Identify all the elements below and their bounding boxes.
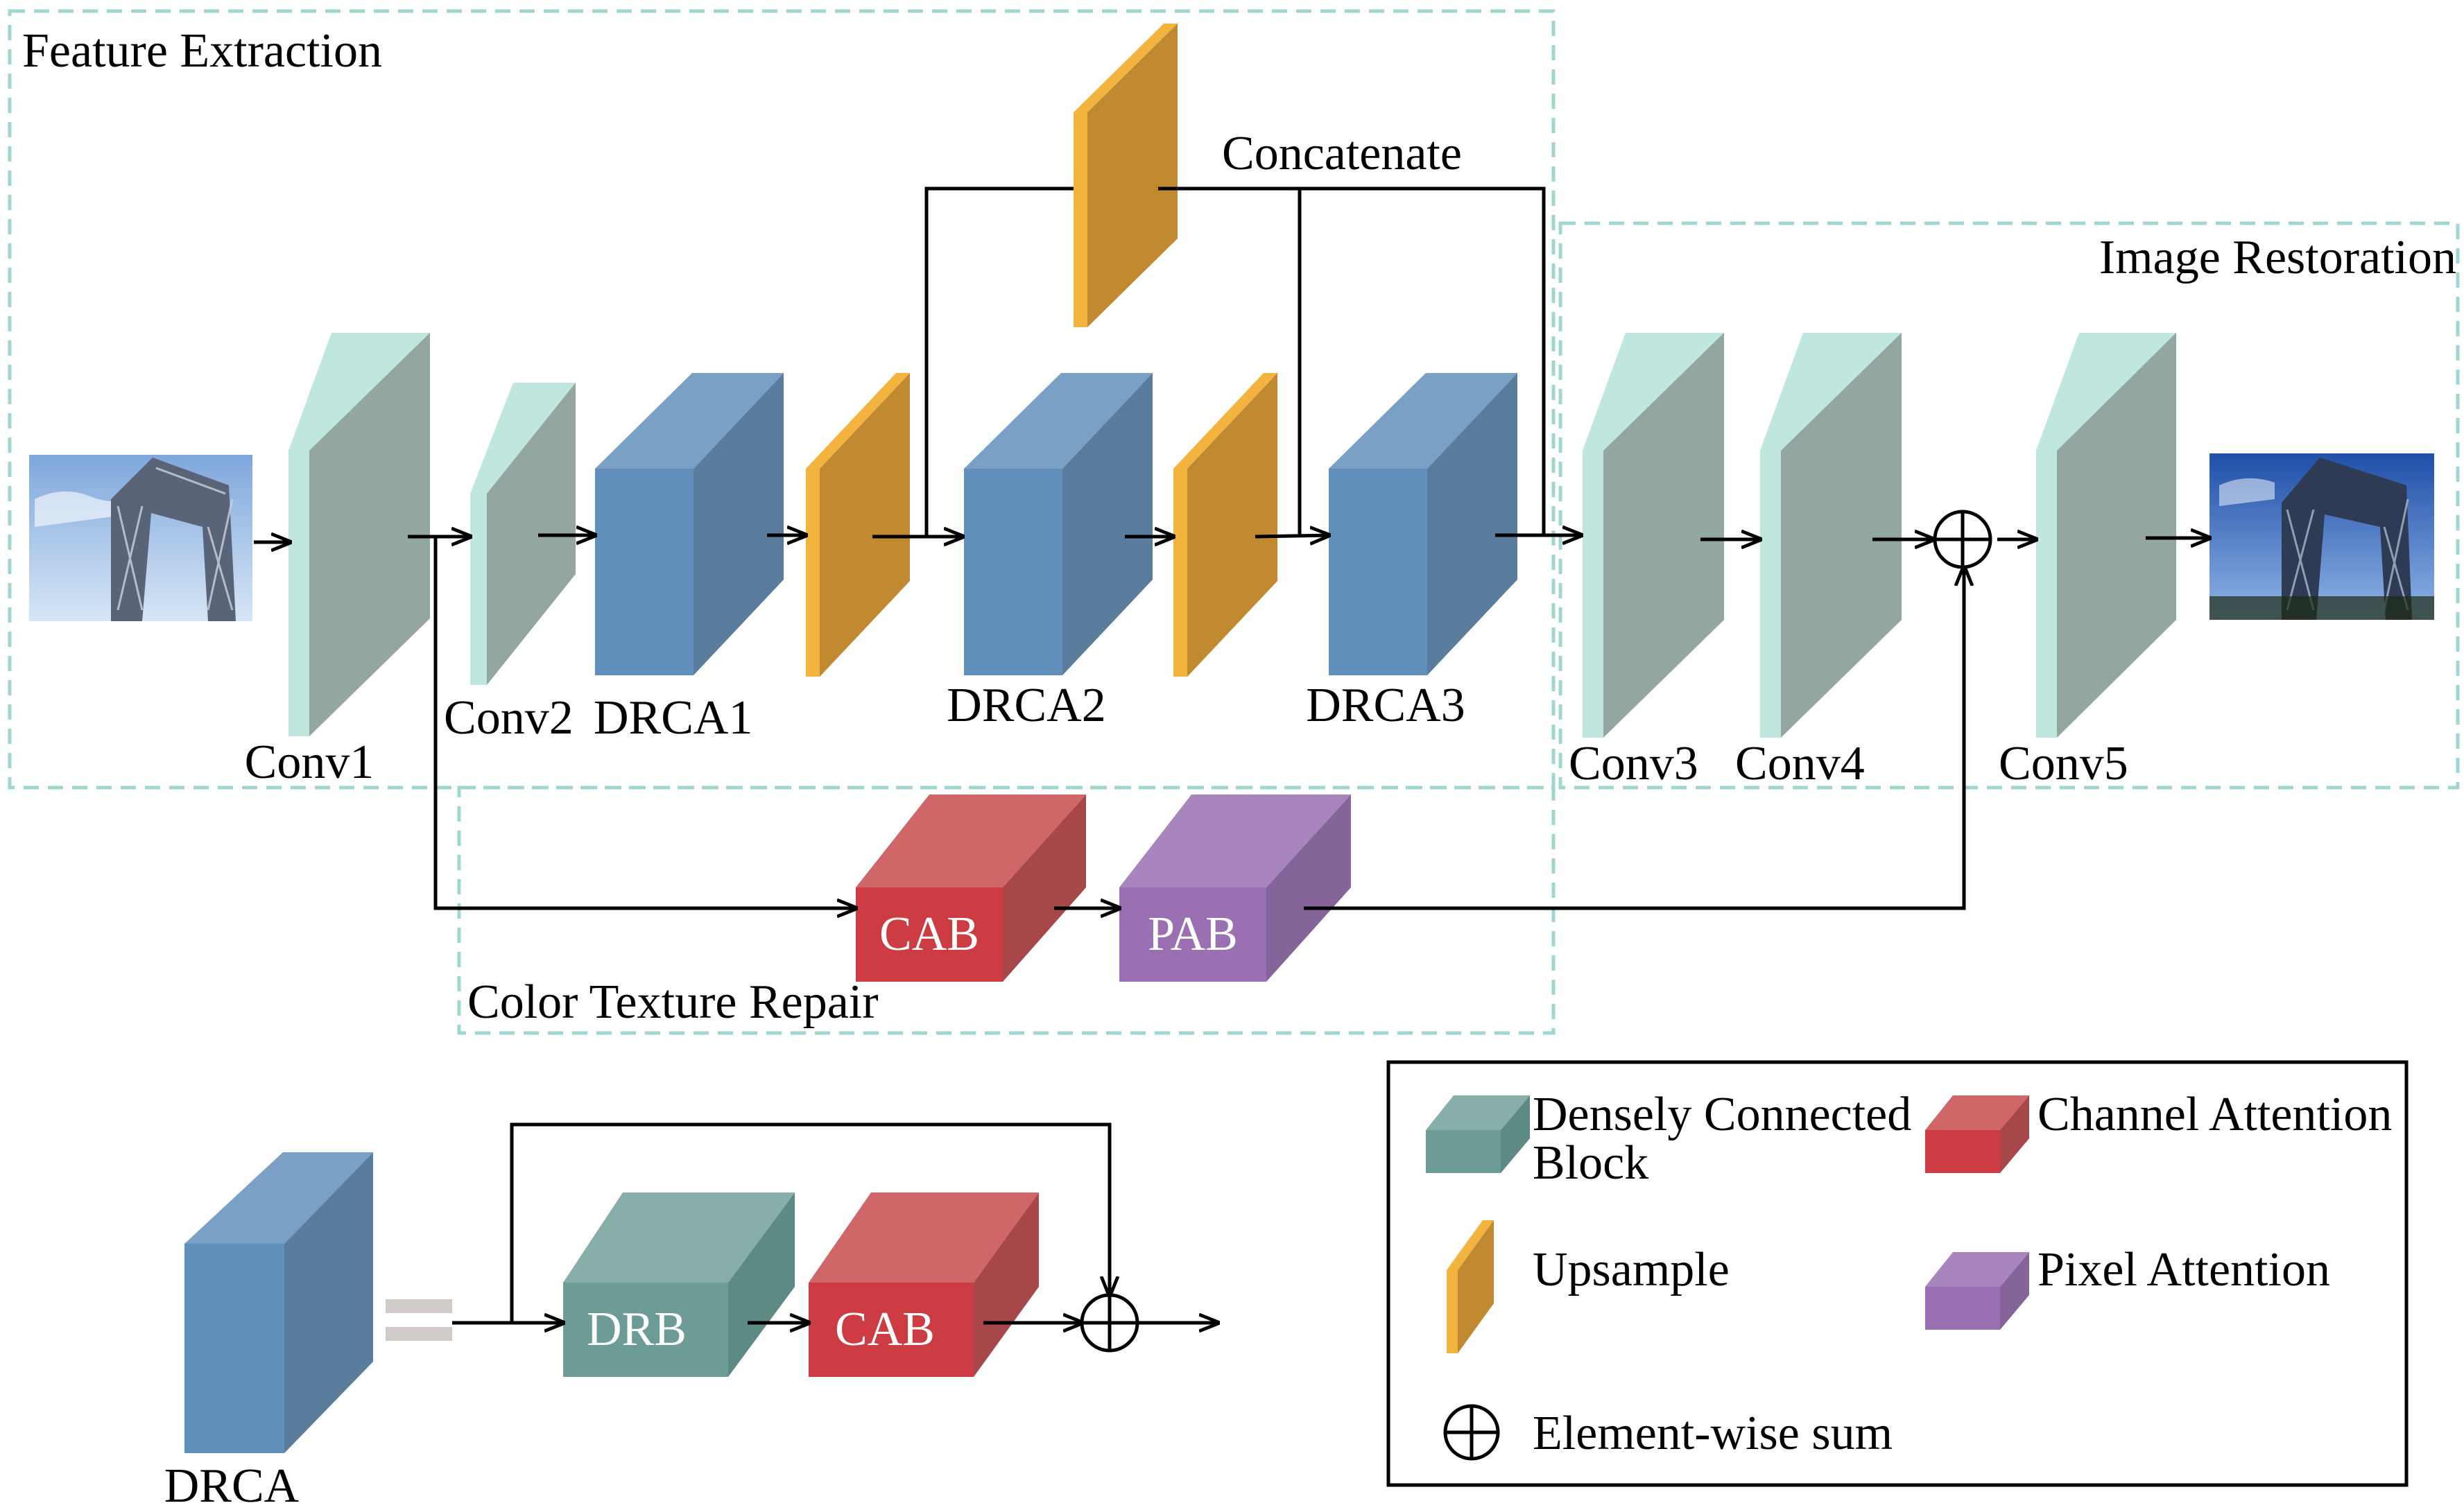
image-restoration-region [1558, 221, 2460, 790]
conv4-block [1760, 333, 1902, 738]
cab-label: CAB [879, 908, 979, 961]
conv1-block [288, 333, 430, 736]
conv2-block [470, 383, 576, 685]
upsample-block-1 [806, 373, 910, 677]
legend-sum-icon [1443, 1404, 1500, 1461]
concatenate-label: Concatenate [1222, 127, 1462, 180]
drca3-block [1329, 373, 1517, 675]
input-image [29, 455, 252, 621]
drca1-label: DRCA1 [594, 691, 752, 745]
conv3-block [1583, 333, 1724, 738]
output-image [2209, 453, 2434, 620]
legend-pixel-label: Pixel Attention [2037, 1243, 2330, 1296]
legend-upsample-swatch [1447, 1220, 1494, 1353]
pab-block: PAB [1119, 795, 1351, 982]
conv5-label: Conv5 [1999, 737, 2128, 790]
drca-detail-label: DRCA [164, 1459, 300, 1510]
drca3-label: DRCA3 [1306, 679, 1465, 732]
image-restoration-title: Image Restoration [2099, 231, 2456, 284]
legend-upsample-label: Upsample [1533, 1243, 1730, 1296]
feature-extraction-title: Feature Extraction [22, 24, 382, 78]
equals-sign [386, 1299, 452, 1341]
legend-pixel-swatch [1925, 1252, 2029, 1330]
conv3-label: Conv3 [1569, 737, 1698, 790]
cab-block: CAB [856, 795, 1086, 982]
legend-dense-label-2: Block [1533, 1136, 1648, 1190]
drca-detail-wires [452, 1122, 1218, 1323]
drca2-block [964, 373, 1153, 675]
main-flow-arrows [254, 535, 2209, 542]
drca1-block [595, 373, 784, 675]
legend-box [1386, 1060, 2409, 1487]
legend-channel-swatch [1925, 1095, 2029, 1173]
legend-dense-block-swatch [1426, 1095, 1530, 1173]
drb-label: DRB [587, 1303, 687, 1356]
color-texture-repair-title: Color Texture Repair [467, 975, 879, 1029]
legend-sum-label: Element-wise sum [1533, 1407, 1893, 1460]
upsample-block-concat [1074, 24, 1178, 327]
concatenate-wires [924, 186, 1546, 537]
legend-dense-label-1: Densely Connected [1533, 1088, 1911, 1141]
pab-label: PAB [1148, 908, 1238, 961]
color-branch-wires [433, 537, 1964, 908]
element-wise-sum-detail [1080, 1293, 1139, 1353]
drca2-label: DRCA2 [947, 679, 1105, 732]
upsample-block-2 [1173, 373, 1277, 677]
conv4-label: Conv4 [1735, 737, 1865, 790]
drb-block: DRB [563, 1192, 795, 1377]
element-wise-sum-main [1933, 510, 1992, 569]
legend-channel-label: Channel Attention [2037, 1088, 2392, 1141]
drca-detail-cab-label: CAB [835, 1303, 935, 1356]
conv5-block [2036, 333, 2176, 738]
drca-detail-cab-block: CAB [809, 1192, 1039, 1377]
conv1-label: Conv1 [245, 736, 374, 789]
drca-detail-block [184, 1152, 373, 1453]
color-texture-repair-region [457, 786, 1556, 1035]
conv2-label: Conv2 [444, 691, 574, 745]
legend: Densely Connected Block Channel Attentio… [1386, 1060, 2409, 1487]
